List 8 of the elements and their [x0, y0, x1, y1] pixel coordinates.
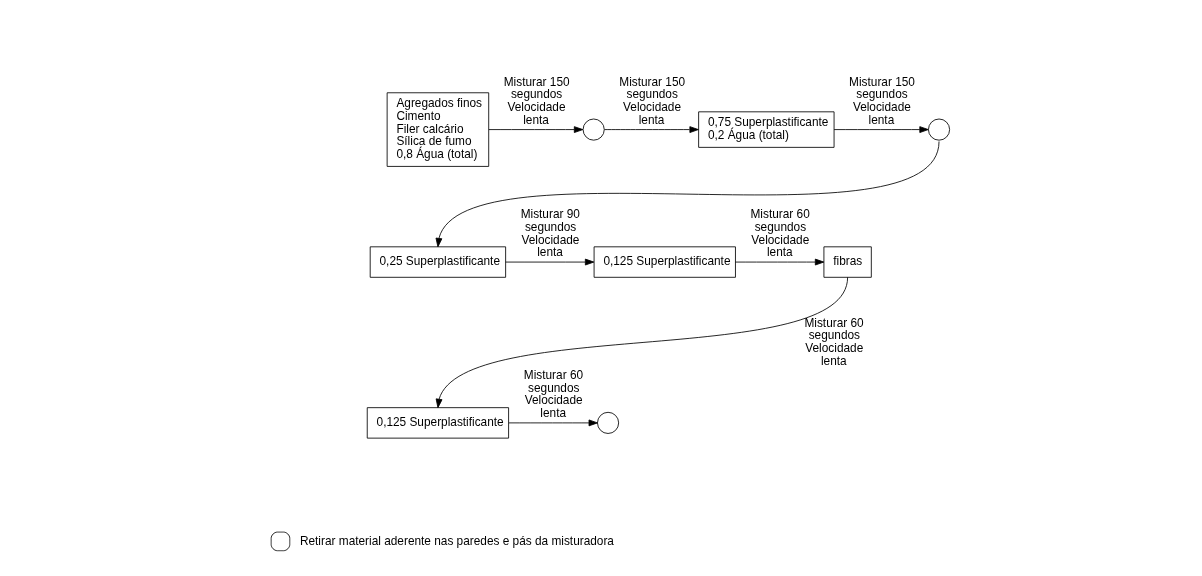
edge-label: Misturar 150 segundos Velocidade lenta: [618, 74, 685, 127]
edge-label: Misturar 60 segundos Velocidade lenta: [803, 315, 864, 368]
edge-label: Misturar 60 segundos Velocidade lenta: [523, 368, 583, 421]
edge-label: Misturar 150 segundos Velocidade lenta: [503, 74, 570, 127]
edge-label: Misturar 60 segundos Velocidade lenta: [749, 207, 810, 260]
edge-label: Misturar 150 segundos Velocidade lenta: [848, 74, 915, 127]
legend-label: Retirar material aderente nas paredes e pás da misturadora: [299, 533, 614, 548]
edge-label: Misturar 90 segundos Velocidade lenta: [520, 207, 580, 260]
